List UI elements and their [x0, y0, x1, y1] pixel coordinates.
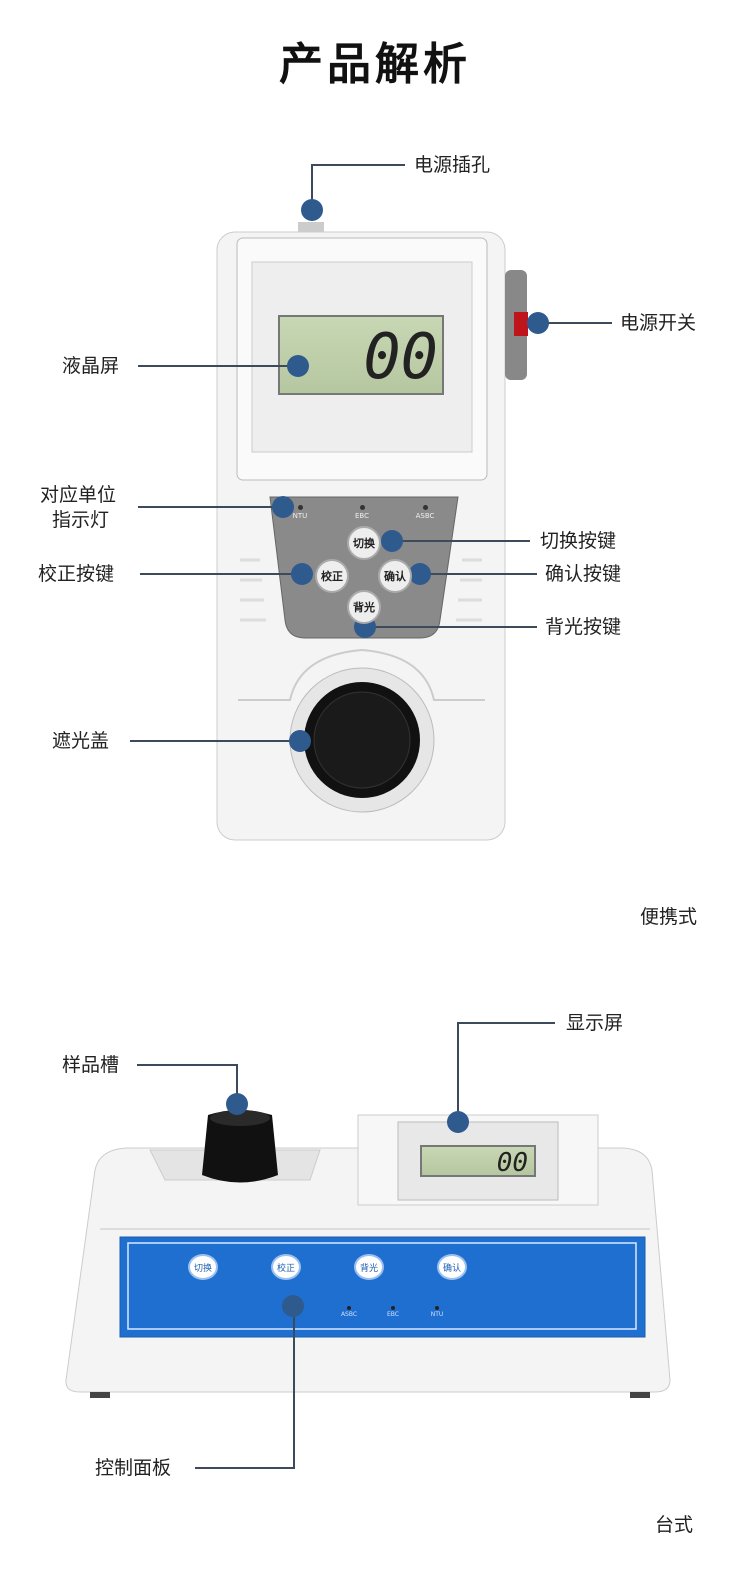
callout-line: [137, 1064, 238, 1066]
caption-portable: 便携式: [640, 906, 698, 928]
callout-line: [365, 626, 537, 628]
bench-indicator-ntu: NTU: [422, 1306, 452, 1318]
callout-line: [538, 322, 612, 324]
benchtop-device-illustration: [65, 1110, 671, 1398]
callout-dot: [527, 312, 549, 334]
callout-dot: [287, 355, 309, 377]
indicator-ebc: EBC: [342, 505, 382, 520]
page-title: 产品解析: [279, 39, 471, 90]
benchtop-lcd-screen: 00: [420, 1145, 536, 1178]
callout-line: [138, 506, 283, 508]
portable-device-illustration: [216, 222, 528, 841]
callout-dot: [282, 1295, 304, 1317]
label-display: 显示屏: [566, 1012, 624, 1034]
callout-line: [140, 573, 302, 575]
callout-dot: [409, 563, 431, 585]
lcd-reading: 00: [496, 1148, 528, 1178]
bench-calibrate-button[interactable]: 校正: [271, 1254, 301, 1280]
callout-dot: [226, 1093, 248, 1115]
callout-line: [392, 540, 530, 542]
bench-indicator-ebc: EBC: [378, 1306, 408, 1318]
label-lcd: 液晶屏: [62, 355, 120, 377]
lcd-reading: 00: [363, 320, 438, 393]
bench-switch-button[interactable]: 切换: [188, 1254, 218, 1280]
callout-line: [236, 1064, 238, 1104]
callout-dot: [381, 530, 403, 552]
callout-dot: [301, 199, 323, 221]
indicator-ntu: NTU: [280, 505, 320, 520]
callout-dot: [289, 730, 311, 752]
portable-lcd-screen: 00: [278, 315, 444, 395]
callout-line: [311, 164, 405, 166]
bench-backlight-button[interactable]: 背光: [354, 1254, 384, 1280]
caption-benchtop: 台式: [655, 1514, 694, 1536]
callout-line: [195, 1467, 295, 1469]
label-power-jack: 电源插孔: [414, 154, 491, 176]
label-unit-indicator-2: 指示灯: [52, 509, 110, 531]
callout-line: [138, 365, 298, 367]
bench-indicator-asbc: ASBC: [334, 1306, 364, 1318]
callout-dot: [291, 563, 313, 585]
confirm-button[interactable]: 确认: [378, 559, 412, 593]
label-backlight-key: 背光按键: [545, 616, 622, 638]
label-confirm-key: 确认按键: [545, 563, 622, 585]
calibrate-button[interactable]: 校正: [315, 559, 349, 593]
callout-line: [311, 165, 313, 210]
callout-line: [457, 1022, 459, 1122]
callout-dot: [272, 496, 294, 518]
callout-line: [293, 1306, 295, 1468]
label-sample-slot: 样品槽: [62, 1054, 120, 1076]
label-switch-key: 切换按键: [540, 530, 617, 552]
callout-line: [457, 1022, 555, 1024]
label-calibrate-key: 校正按键: [38, 563, 115, 585]
bench-confirm-button[interactable]: 确认: [437, 1254, 467, 1280]
label-power-switch: 电源开关: [620, 312, 697, 334]
label-light-cover: 遮光盖: [52, 730, 110, 752]
callout-line: [130, 740, 300, 742]
label-unit-indicator-1: 对应单位: [40, 484, 117, 506]
backlight-button[interactable]: 背光: [347, 590, 381, 624]
indicator-asbc: ASBC: [405, 505, 445, 520]
callout-line: [420, 573, 537, 575]
label-control-panel: 控制面板: [95, 1457, 172, 1479]
callout-dot: [447, 1111, 469, 1133]
switch-button[interactable]: 切换: [347, 526, 381, 560]
